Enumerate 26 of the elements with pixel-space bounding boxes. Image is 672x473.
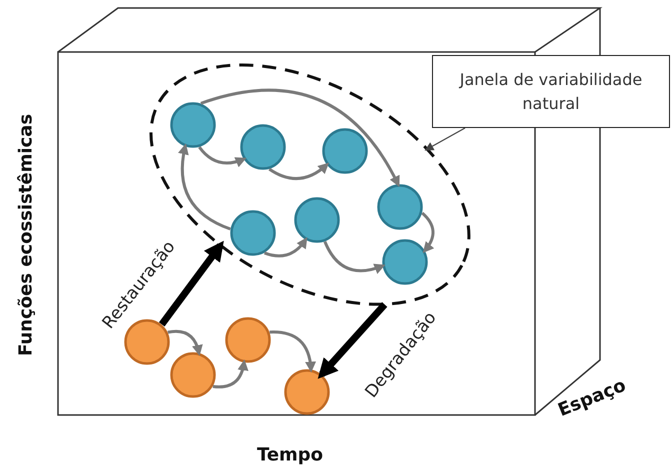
arrow <box>421 212 434 254</box>
arrow <box>158 240 224 326</box>
circle <box>322 128 368 174</box>
circle <box>170 352 216 398</box>
circle <box>376 184 423 230</box>
arrow <box>324 241 386 274</box>
circle <box>170 102 216 148</box>
arrow <box>270 330 316 373</box>
arrow <box>168 330 202 356</box>
arrow <box>268 162 330 180</box>
arrow <box>318 302 388 379</box>
arrow <box>178 143 231 230</box>
circle <box>225 317 271 363</box>
arrow <box>212 359 248 388</box>
text-box: Janela de variabilidade natural <box>432 55 670 128</box>
circle <box>294 196 340 243</box>
axis-label: Funções ecossistêmicas <box>16 114 36 356</box>
circle <box>240 124 286 170</box>
axis-label: Tempo <box>256 444 324 466</box>
arrow <box>200 88 400 187</box>
arrow <box>424 127 466 151</box>
circle <box>284 369 330 415</box>
arrow <box>198 146 247 168</box>
arrow <box>264 237 308 258</box>
circle <box>382 238 428 285</box>
circle <box>230 210 276 256</box>
